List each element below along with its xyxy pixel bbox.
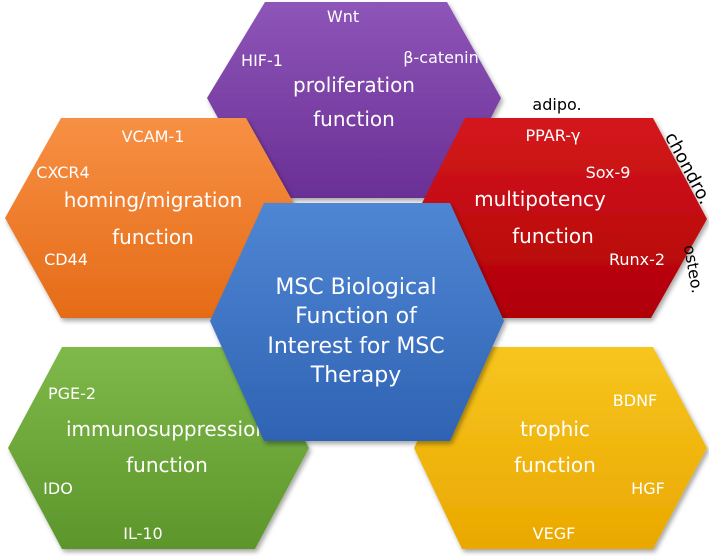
trophic-hexagon: BDNF HGF VEGF trophic function: [414, 347, 707, 549]
homing-migration-hexagon-shape: [5, 118, 302, 318]
beta-catenin-marker: β-catenin: [403, 48, 478, 67]
ido-marker: IDO: [43, 479, 73, 498]
multipotency-hexagon-shape: [414, 118, 707, 318]
center-hexagon-shape: [210, 203, 504, 441]
trophic-subtitle: function: [514, 453, 596, 477]
ppar-gamma-marker: PPAR-γ: [526, 126, 581, 145]
pge2-marker: PGE-2: [48, 384, 96, 403]
immunosuppression-hexagon-shape: [8, 347, 309, 549]
center-hexagon: MSC Biological Function of Interest for …: [210, 203, 504, 441]
wnt-marker: Wnt: [327, 7, 359, 26]
adipo-lineage-label: adipo.: [532, 95, 581, 114]
vegf-marker: VEGF: [533, 524, 576, 543]
hgf-marker: HGF: [631, 479, 665, 498]
sox9-marker: Sox-9: [586, 163, 631, 182]
trophic-hexagon-shape: [414, 347, 707, 549]
runx2-marker: Runx-2: [609, 250, 665, 269]
homing-migration-title: homing/migration: [64, 188, 243, 212]
center-title-line-3: Interest for MSC: [267, 334, 444, 359]
center-title-line-1: MSC Biological: [275, 275, 436, 300]
osteo-lineage-label: osteo.: [680, 243, 707, 294]
multipotency-title: multipotency: [474, 187, 606, 211]
immunosuppression-subtitle: function: [126, 453, 208, 477]
proliferation-subtitle: function: [313, 107, 395, 131]
homing-migration-subtitle: function: [112, 225, 194, 249]
immunosuppression-title: immunosuppression: [66, 417, 268, 441]
proliferation-title: proliferation: [293, 73, 415, 97]
bdnf-marker: BDNF: [613, 391, 657, 410]
proliferation-hexagon-shape: [207, 2, 501, 198]
il10-marker: IL-10: [123, 524, 162, 543]
multipotency-subtitle: function: [512, 224, 594, 248]
cd44-marker: CD44: [44, 250, 88, 269]
proliferation-hexagon: Wnt HIF-1 β-catenin proliferation functi…: [207, 2, 501, 198]
center-title-line-2: Function of: [295, 304, 418, 329]
trophic-title: trophic: [520, 417, 590, 441]
center-title-line-4: Therapy: [310, 363, 401, 388]
homing-migration-hexagon: VCAM-1 CXCR4 CD44 homing/migration funct…: [5, 118, 302, 318]
multipotency-hexagon: PPAR-γ Sox-9 Runx-2 multipotency functio…: [414, 118, 707, 318]
cxcr4-marker: CXCR4: [36, 163, 89, 182]
immunosuppression-hexagon: PGE-2 IDO IL-10 immunosuppression functi…: [8, 347, 309, 549]
hif1-marker: HIF-1: [241, 51, 283, 70]
vcam1-marker: VCAM-1: [122, 127, 185, 146]
